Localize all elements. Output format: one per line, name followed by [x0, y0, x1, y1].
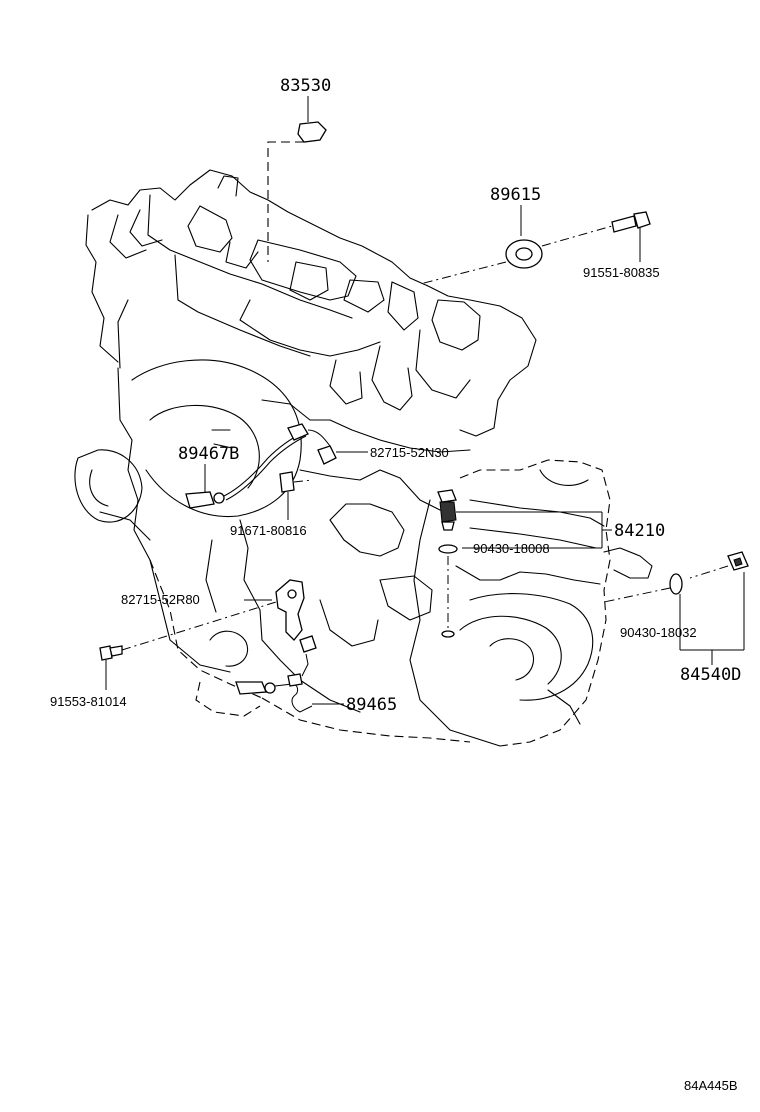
part-number-82715-52R80: 82715-52R80 — [121, 592, 200, 607]
part-number-89615: 89615 — [490, 185, 541, 205]
part-number-90430-18032: 90430-18032 — [620, 625, 697, 640]
bolt-91551 — [611, 215, 637, 233]
part-number-91551-80835: 91551-80835 — [583, 265, 660, 280]
part-number-83530: 83530 — [280, 76, 331, 96]
part-number-91671-80816: 91671-80816 — [230, 523, 307, 538]
part-84540D[interactable]: 84540D — [680, 551, 749, 685]
oil-pressure-switch — [297, 121, 327, 143]
part-82715-52N30[interactable]: 82715-52N30 — [317, 445, 449, 465]
part-82715-52R80[interactable]: 82715-52R80 — [121, 579, 317, 653]
wire-clamp-52N30 — [317, 445, 337, 465]
part-number-89467B: 89467B — [178, 444, 239, 464]
oxygen-sensor-body — [235, 681, 267, 695]
part-number-89465: 89465 — [346, 695, 397, 715]
diagram-reference-code: 84A445B — [684, 1078, 738, 1093]
part-83530[interactable]: 83530 — [267, 76, 331, 262]
part-90430-18032[interactable]: 90430-18032 — [603, 573, 697, 650]
part-number-82715-52N30: 82715-52N30 — [370, 445, 449, 460]
part-91551-80835[interactable]: 91551-80835 — [583, 211, 660, 280]
part-89615[interactable]: 89615 — [419, 185, 613, 285]
part-89467B[interactable]: 89467B — [178, 423, 334, 509]
pressure-switch-84210 — [439, 501, 457, 523]
part-90430-18008[interactable]: 90430-18008 — [438, 541, 550, 638]
part-91553-81014[interactable]: 91553-81014 — [50, 601, 277, 709]
engine-outline — [74, 169, 653, 747]
part-number-91553-81014: 91553-81014 — [50, 694, 127, 709]
part-number-90430-18008: 90430-18008 — [473, 541, 550, 556]
bolt-91553 — [99, 645, 113, 661]
stud-bolt-91671 — [279, 471, 295, 493]
sensor-bracket-52R80 — [275, 579, 305, 641]
gasket-90430-18008 — [438, 544, 458, 554]
gasket-90430-18032 — [669, 573, 683, 595]
part-84210[interactable]: 84210 — [437, 489, 665, 549]
air-fuel-sensor-body — [185, 491, 215, 509]
part-89465[interactable]: 89465 — [235, 653, 397, 715]
part-number-84540D: 84540D — [680, 665, 741, 685]
part-91671-80816[interactable]: 91671-80816 — [230, 471, 313, 538]
part-number-84210: 84210 — [614, 521, 665, 541]
